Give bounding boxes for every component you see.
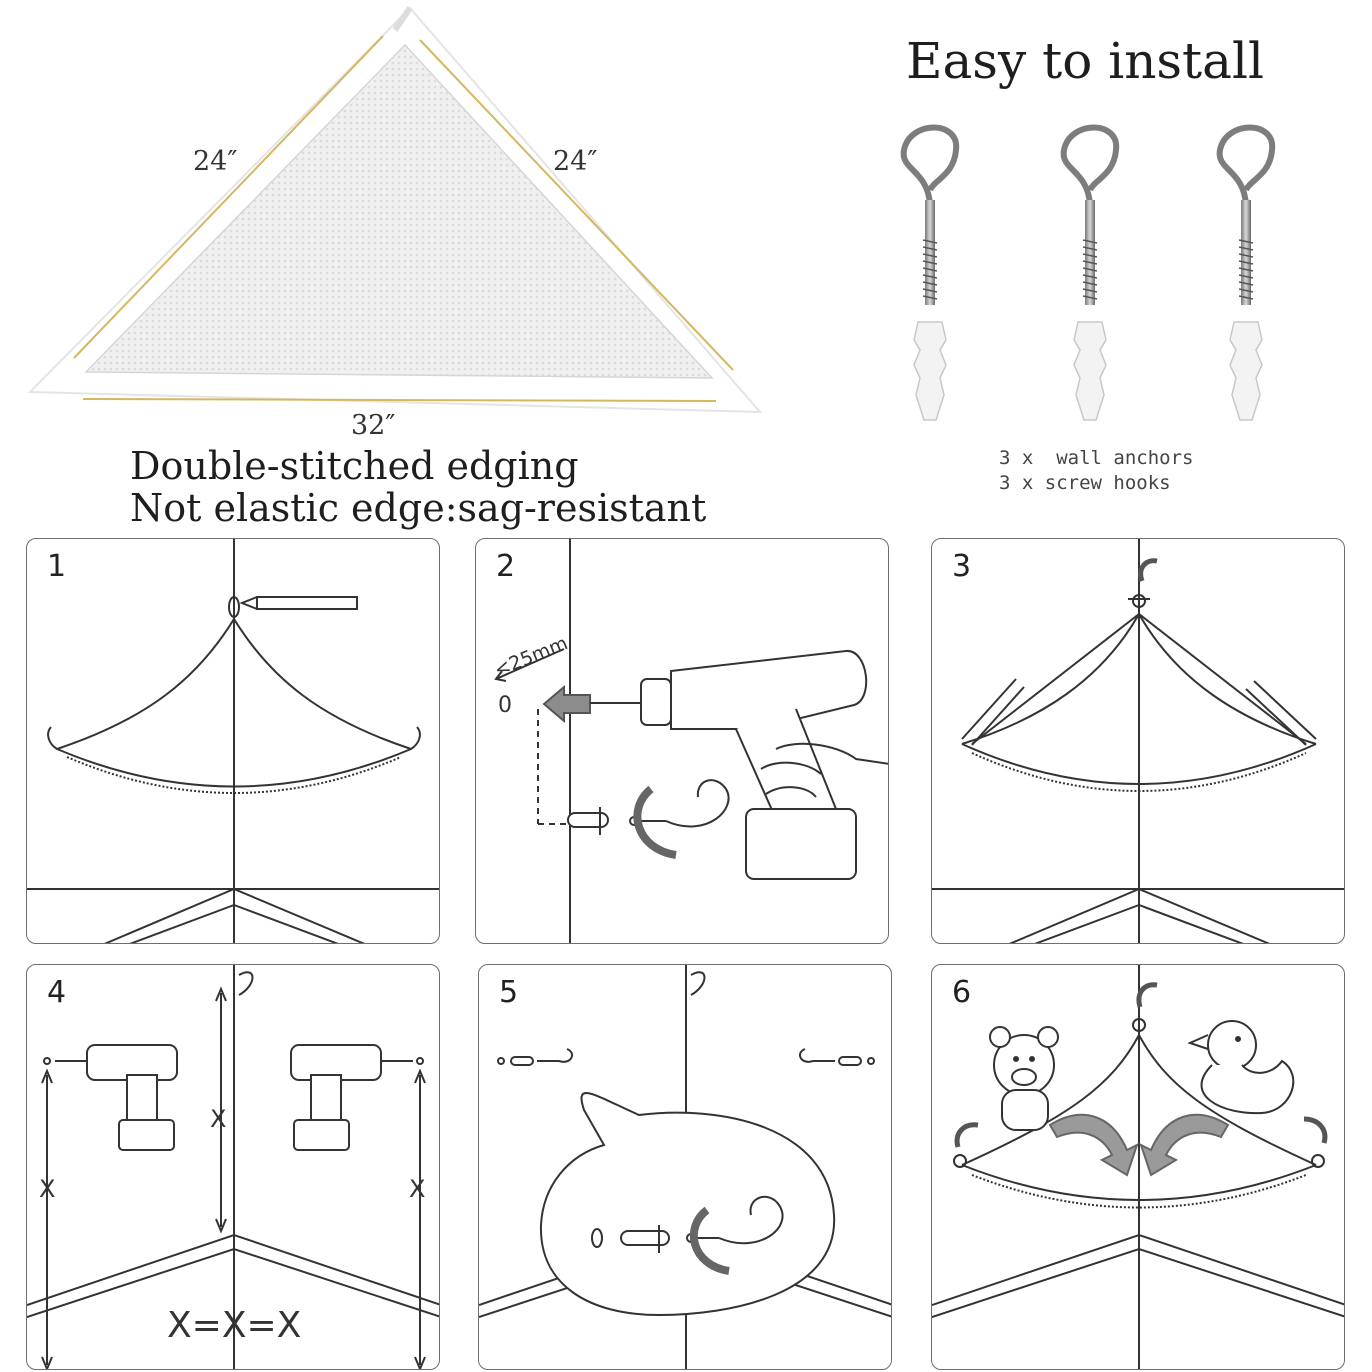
step-3-diagram [932, 539, 1344, 943]
step-2-number: 2 [496, 549, 516, 584]
teddy-bear-icon [989, 1026, 1059, 1131]
step-1-diagram [27, 539, 439, 943]
feature-sag-resistant: Not elastic edge:sag-resistant [130, 486, 707, 530]
hardware-item-hooks: 3 x screw hooks [999, 472, 1171, 494]
drill-icon-left [55, 1044, 178, 1151]
step-5-diagram [479, 965, 891, 1369]
drill-icon-right [290, 1044, 413, 1151]
measure-x-center: X [210, 1105, 226, 1133]
step-2-diagram: <25mm 0 [491, 539, 888, 943]
step-2-panel: 2 [475, 538, 889, 944]
step-4-diagram: X X X X=X=X [27, 965, 439, 1369]
drill-icon [590, 649, 888, 880]
dimension-lines [73, 35, 734, 402]
hardware-list: 3 x wall anchors 3 x screw hooks [999, 446, 1193, 496]
step-6-diagram [932, 965, 1344, 1369]
hook-icon [1128, 594, 1150, 608]
hook-and-anchor-2 [1060, 124, 1120, 421]
pencil-icon [256, 596, 358, 610]
step-5-number: 5 [499, 975, 519, 1010]
mesh-shelf-image [27, 6, 763, 414]
measure-x-right: X [409, 1175, 425, 1203]
measure-x-left: X [39, 1175, 55, 1203]
step-1-panel: 1 [26, 538, 440, 944]
step-3-panel: 3 [931, 538, 1345, 944]
feature-stitched-edging: Double-stitched edging [130, 444, 579, 488]
equation-label: X=X=X [167, 1305, 301, 1346]
step-5-panel: 5 [478, 964, 892, 1370]
dimension-right-label: 24″ [553, 146, 598, 177]
step-6-panel: 6 [931, 964, 1345, 1370]
page-title: Easy to install [906, 32, 1264, 90]
step-3-number: 3 [952, 549, 972, 584]
depth-label: <25mm [491, 632, 571, 681]
zero-label: 0 [498, 693, 512, 718]
hardware-item-anchors: 3 x wall anchors [999, 447, 1194, 469]
step-4-panel: 4 [26, 964, 440, 1370]
hook-and-anchor-1 [900, 124, 960, 421]
dimension-left-label: 24″ [193, 146, 238, 177]
rubber-duck-icon [1187, 1020, 1295, 1115]
step-1-number: 1 [47, 549, 67, 584]
product-illustration [27, 6, 1276, 421]
step-4-number: 4 [47, 975, 67, 1010]
hardware-illustration [900, 124, 1276, 421]
step-6-number: 6 [952, 975, 972, 1010]
hook-and-anchor-3 [1216, 124, 1276, 421]
dimension-bottom-label: 32″ [351, 410, 396, 441]
